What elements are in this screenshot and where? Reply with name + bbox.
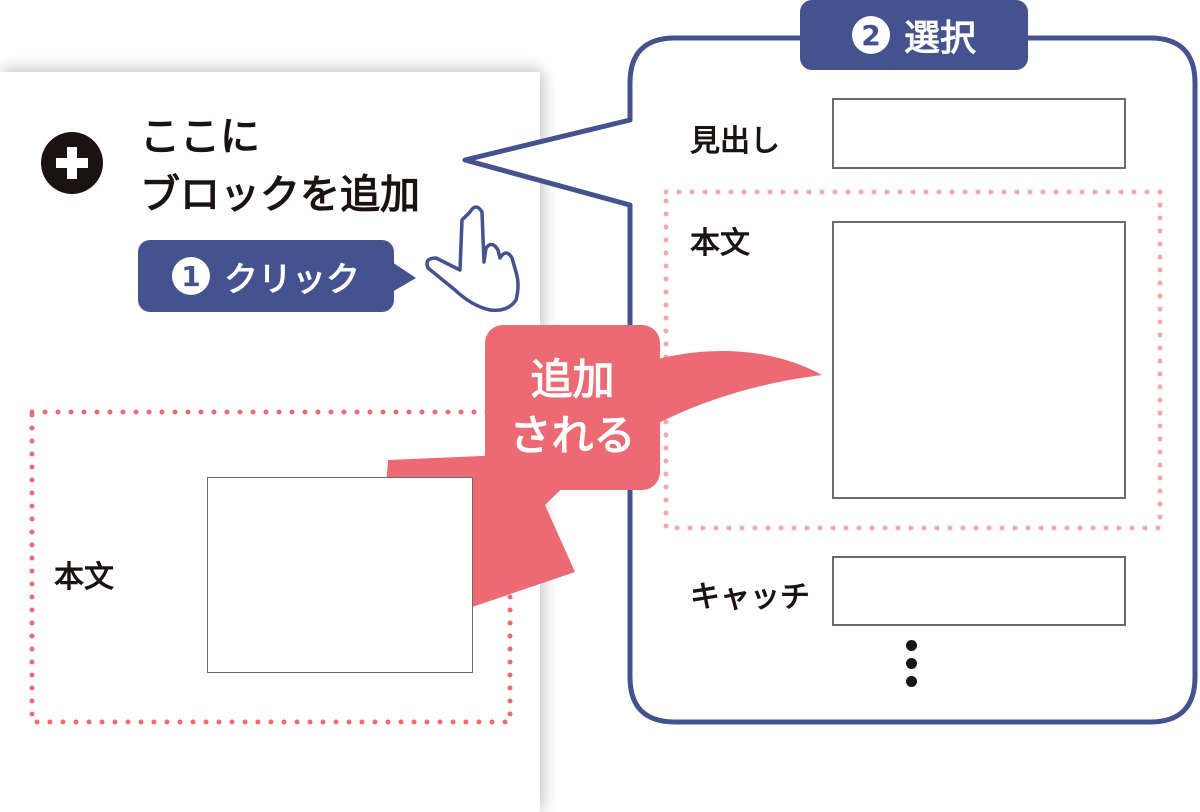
added-callout: 追加 される	[485, 325, 660, 490]
add-block-prompt[interactable]: ここに ブロックを追加	[140, 112, 420, 220]
block-option-label[interactable]: 見出し	[690, 124, 780, 159]
added-block-field	[207, 477, 473, 673]
step1-number: 1	[172, 257, 210, 295]
callout-line2: される	[509, 410, 636, 460]
selected-block-highlight	[663, 189, 1163, 531]
block-option-catch[interactable]	[832, 556, 1126, 626]
added-block-label: 本文	[54, 560, 114, 595]
block-option-label[interactable]: キャッチ	[690, 580, 810, 615]
selector-panel-outline	[462, 35, 1198, 725]
block-option-heading[interactable]	[832, 98, 1126, 169]
more-options-icon	[906, 640, 917, 687]
added-block-highlight	[29, 409, 513, 725]
step2-select-badge: 2 選択	[800, 0, 1028, 70]
step1-label: クリック	[224, 259, 360, 300]
hand-pointer-icon	[425, 205, 520, 313]
add-prompt-line2: ブロックを追加	[140, 172, 420, 218]
editor-panel	[0, 72, 540, 812]
add-arrow	[375, 350, 822, 640]
block-option-label[interactable]: 本文	[690, 226, 750, 261]
step2-label: 選択	[903, 18, 976, 59]
plus-circle-icon	[41, 132, 103, 194]
step2-number: 2	[851, 16, 890, 54]
block-option-body[interactable]	[832, 221, 1126, 499]
step1-click-badge: 1 クリック	[138, 240, 394, 312]
add-prompt-line1: ここに	[140, 114, 260, 160]
callout-line1: 追加	[530, 354, 615, 404]
